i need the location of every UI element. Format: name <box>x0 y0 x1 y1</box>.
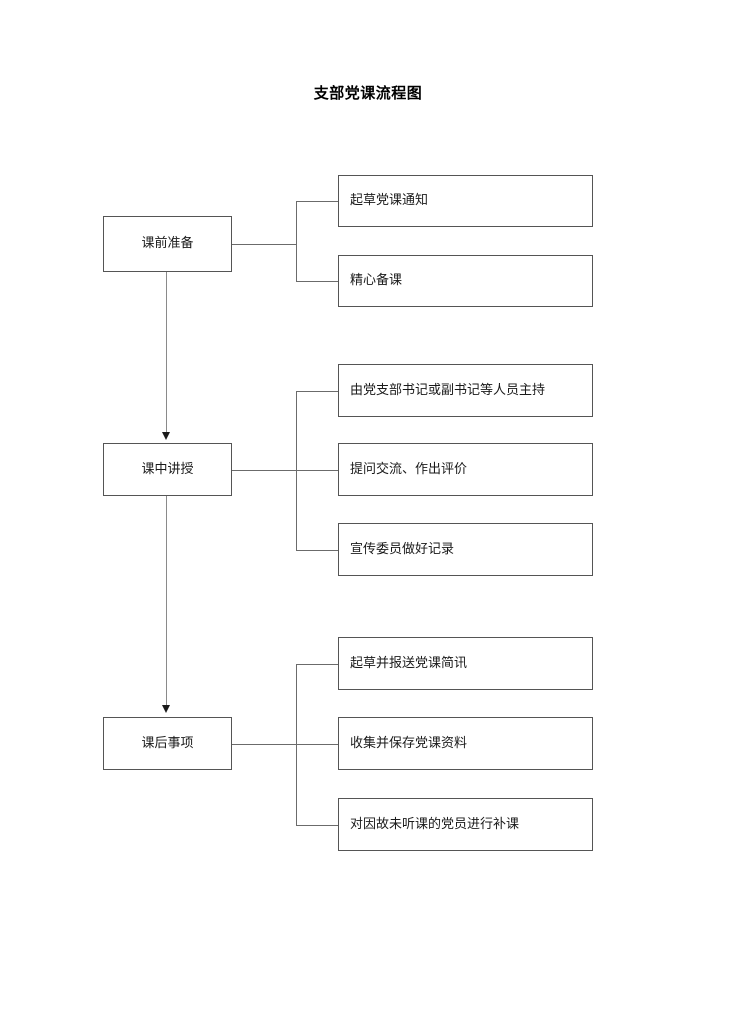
connector-stage3-stem <box>232 744 296 745</box>
page-title: 支部党课流程图 <box>313 84 423 102</box>
connector-bracket-3-arm-3 <box>296 825 338 826</box>
connector-bracket-1-arm-1 <box>296 201 338 202</box>
flow-arrow-2-shaft <box>166 496 167 705</box>
task-box-2-2[interactable]: 提问交流、作出评价 <box>338 443 593 496</box>
task-box-1-1[interactable]: 起草党课通知 <box>338 175 593 227</box>
connector-stage2-stem <box>232 470 296 471</box>
task-box-2-3[interactable]: 宣传委员做好记录 <box>338 523 593 576</box>
stage-box-1[interactable]: 课前准备 <box>103 216 232 272</box>
task-box-1-2[interactable]: 精心备课 <box>338 255 593 307</box>
task-box-3-2[interactable]: 收集并保存党课资料 <box>338 717 593 770</box>
connector-bracket-1-arm-2 <box>296 281 338 282</box>
connector-bracket-3-arm-1 <box>296 664 338 665</box>
connector-bracket-1-spine <box>296 201 297 281</box>
connector-stage1-stem <box>232 244 296 245</box>
task-box-3-1[interactable]: 起草并报送党课简讯 <box>338 637 593 690</box>
stage-box-3[interactable]: 课后事项 <box>103 717 232 770</box>
connector-bracket-2-arm-2 <box>296 470 338 471</box>
connector-bracket-2-arm-3 <box>296 550 338 551</box>
task-box-2-1[interactable]: 由党支部书记或副书记等人员主持 <box>338 364 593 417</box>
flow-arrow-2-head <box>162 705 170 713</box>
stage-box-2[interactable]: 课中讲授 <box>103 443 232 496</box>
flow-arrow-1-shaft <box>166 272 167 432</box>
task-box-3-3[interactable]: 对因故未听课的党员进行补课 <box>338 798 593 851</box>
connector-bracket-2-arm-1 <box>296 391 338 392</box>
flow-arrow-1-head <box>162 432 170 440</box>
connector-bracket-3-arm-2 <box>296 744 338 745</box>
